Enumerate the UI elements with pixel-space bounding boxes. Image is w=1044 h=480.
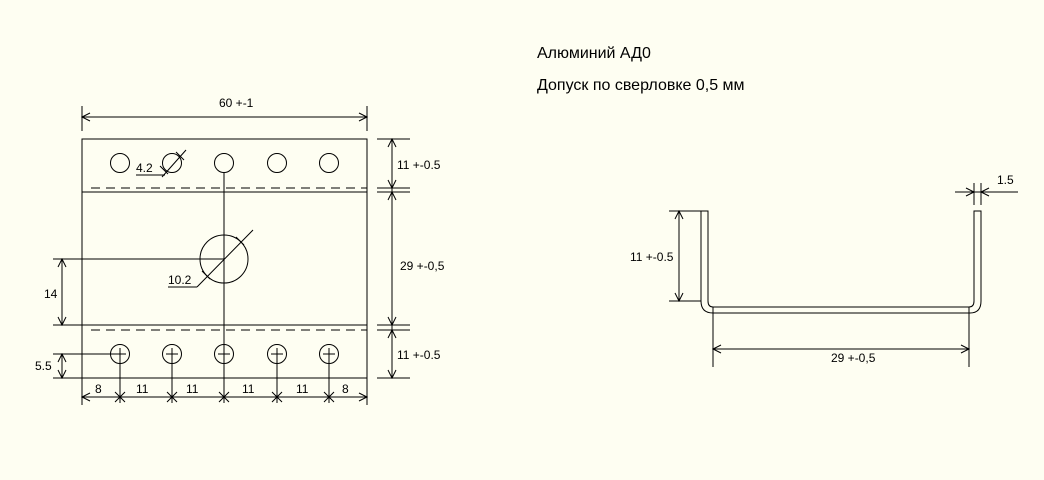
section-view: 11 +-0.5 29 +-0,5 1.5 — [630, 173, 1018, 367]
hole — [162, 153, 182, 173]
top-flange-dim: 11 +-0.5 — [397, 158, 441, 172]
hole — [110, 153, 130, 173]
hole — [267, 153, 287, 173]
hole — [214, 153, 234, 173]
base-width-dim: 29 +-0,5 — [831, 351, 876, 365]
hole — [319, 153, 339, 173]
spacing-dim: 11 — [136, 382, 149, 396]
thickness-dim: 1.5 — [997, 173, 1014, 187]
spacing-dim: 11 — [242, 382, 255, 396]
center-hole-height-dim: 14 — [44, 287, 58, 301]
tolerance-note: Допуск по сверловке 0,5 мм — [537, 77, 745, 94]
top-hole-row — [110, 153, 339, 173]
small-hole-dia-dim: 4.2 — [136, 161, 153, 175]
material-note: Алюминий АД0 — [537, 45, 651, 62]
width-dim: 60 +-1 — [219, 96, 254, 110]
large-hole-dia-dim: 10.2 — [168, 273, 192, 287]
middle-dim: 29 +-0,5 — [400, 259, 445, 273]
plan-view: 60 +-1 11 +-0.5 29 +-0,5 11 +-0.5 14 5.5… — [35, 96, 445, 405]
u-profile — [700, 210, 982, 314]
spacing-dim: 11 — [296, 382, 309, 396]
spacing-dim: 8 — [342, 382, 349, 396]
hole-row-offset-dim: 5.5 — [35, 359, 52, 373]
spacing-dim: 8 — [95, 382, 102, 396]
bottom-flange-dim: 11 +-0.5 — [397, 348, 441, 362]
wall-height-dim: 11 +-0.5 — [630, 250, 674, 264]
spacing-dim: 11 — [186, 382, 199, 396]
